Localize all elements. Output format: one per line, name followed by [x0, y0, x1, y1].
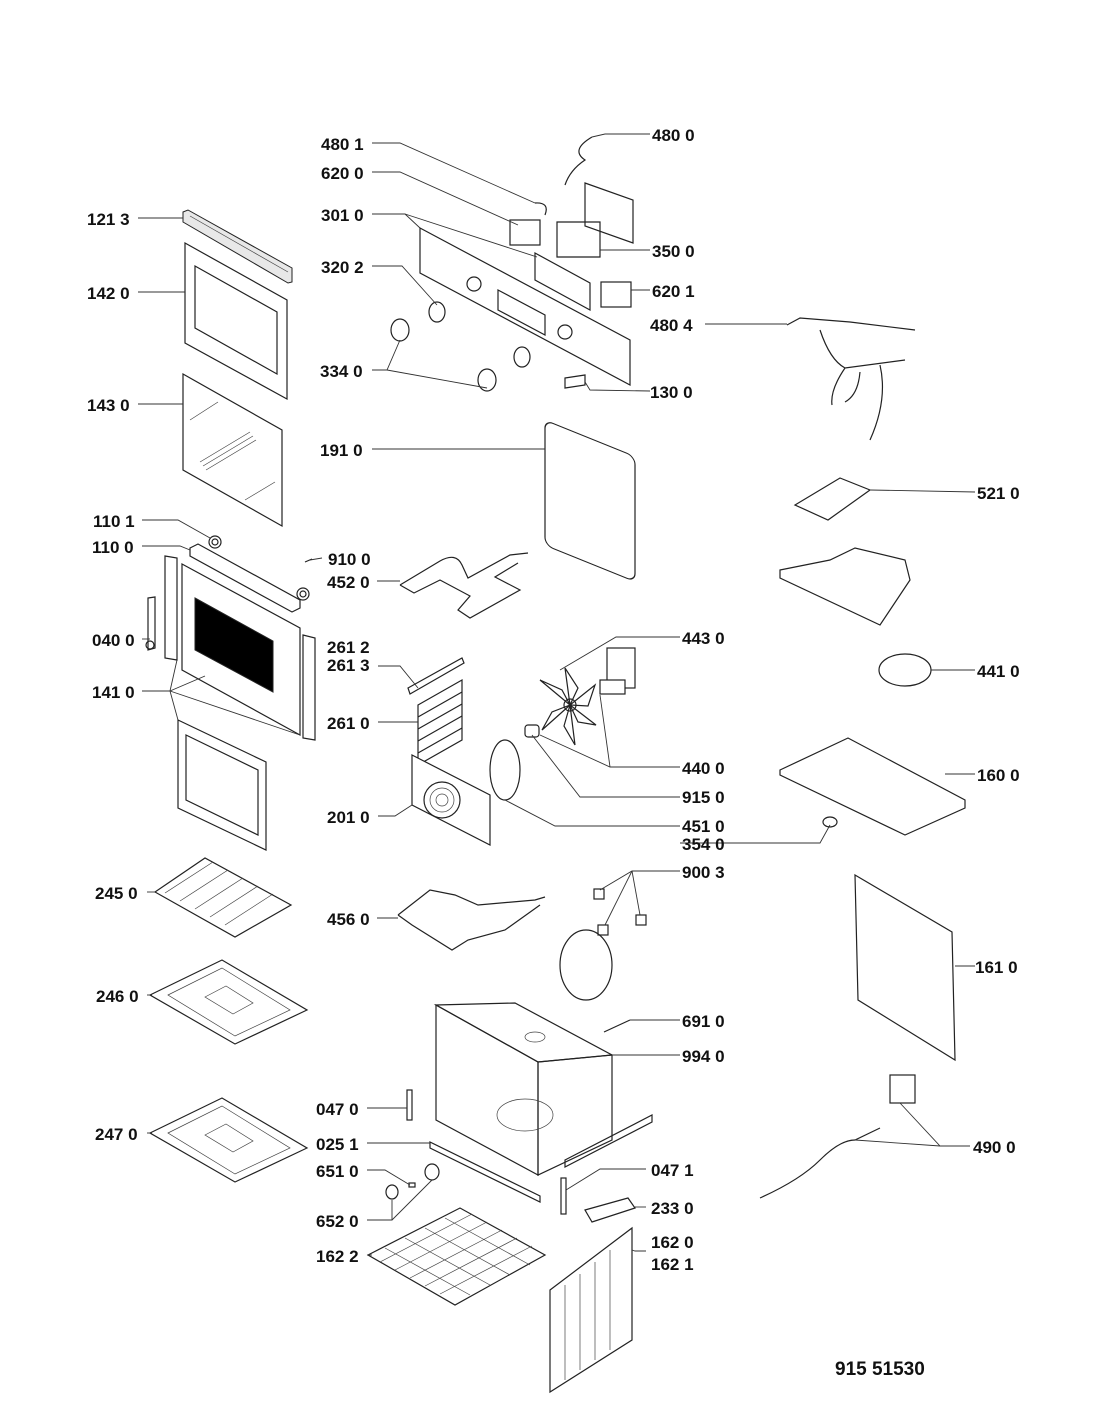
- part-oven-cavity: [433, 1002, 653, 1177]
- part-fan-motor: [599, 647, 636, 695]
- part-door-top-profile: [182, 209, 293, 284]
- callout-1600: 160 0: [977, 766, 1020, 785]
- callout-0400: 040 0: [92, 631, 135, 650]
- part-hinge-receiver: [406, 1089, 413, 1121]
- part-door-hinge: [145, 596, 156, 651]
- part-baking-tray: [148, 959, 309, 1045]
- part-top-cover: [779, 737, 966, 836]
- callout-5210: 521 0: [977, 484, 1020, 503]
- callout-4801: 480 1: [321, 135, 364, 154]
- part-timer-frame: [584, 182, 634, 244]
- callout-1100: 110 0: [92, 538, 134, 557]
- part-wire-jumper: [564, 136, 593, 186]
- callout-6201: 620 1: [652, 282, 695, 301]
- reference-number: 915 51530: [835, 1359, 925, 1380]
- callout-9100: 910 0: [328, 550, 371, 569]
- callout-1620: 162 0: [651, 1233, 694, 1252]
- part-control-panel: [419, 227, 631, 386]
- part-power-board: [793, 477, 872, 521]
- part-wire-shelf: [153, 857, 293, 938]
- part-power-cable-terminal: [759, 1074, 916, 1199]
- callout-4430: 443 0: [682, 629, 725, 648]
- part-front-trim: [429, 1141, 541, 1203]
- part-control-knob: [390, 301, 531, 392]
- callout-4900: 490 0: [973, 1138, 1016, 1157]
- callout-9003: 900 3: [682, 863, 725, 882]
- callout-4520: 452 0: [327, 573, 370, 592]
- callout-2610: 261 0: [327, 714, 370, 733]
- part-timer-module: [556, 221, 601, 258]
- callout-3540: 354 0: [682, 835, 725, 854]
- part-side-rack: [407, 657, 465, 767]
- callout-3500: 350 0: [652, 242, 695, 261]
- part-grill-element: [399, 552, 529, 619]
- part-fan-back-plate: [559, 929, 613, 1001]
- callout-3340: 334 0: [320, 362, 363, 381]
- part-hinge-receiver: [560, 1177, 567, 1215]
- part-side-panel: [549, 1226, 633, 1394]
- callout-2613: 261 3: [327, 656, 370, 675]
- callout-1300: 130 0: [650, 383, 693, 402]
- callout-9940: 994 0: [682, 1047, 725, 1066]
- callout-4560: 456 0: [327, 910, 370, 929]
- callout-3010: 301 0: [321, 206, 364, 225]
- callout-4804: 480 4: [650, 316, 693, 335]
- part-fan-nut: [524, 724, 540, 738]
- callout-4410: 441 0: [977, 662, 1020, 681]
- callout-1430: 143 0: [87, 396, 130, 415]
- part-fan-housing: [779, 547, 911, 626]
- callout-4800: 480 0: [652, 126, 695, 145]
- part-cooling-fan: [878, 653, 932, 687]
- part-middle-glass: [182, 372, 283, 528]
- callout-1621: 162 1: [651, 1255, 694, 1274]
- part-circular-element: [489, 739, 521, 801]
- part-grommet: [822, 816, 838, 828]
- callout-0471: 047 1: [651, 1161, 694, 1180]
- part-handle-spacer: [208, 535, 310, 601]
- callout-9150: 915 0: [682, 788, 725, 807]
- part-bottom-panel: [366, 1207, 547, 1306]
- callout-0251: 025 1: [316, 1135, 359, 1154]
- callout-2010: 201 0: [327, 808, 370, 827]
- part-selector-switch: [600, 281, 632, 308]
- part-back-panel: [854, 873, 956, 1062]
- part-door-handle: [189, 543, 301, 613]
- part-selector-switch: [509, 219, 541, 246]
- part-inner-door-glass-frame: [184, 241, 288, 401]
- part-clip: [593, 888, 647, 936]
- callout-1910: 191 0: [320, 441, 363, 460]
- part-shaft: [603, 1019, 631, 1033]
- callout-6510: 651 0: [316, 1162, 359, 1181]
- callout-labels: 480 1 480 0 620 0 121 3 301 0 350 0 320 …: [87, 126, 1020, 1274]
- part-wiring-harness: [786, 317, 916, 441]
- part-door-switch: [564, 374, 586, 389]
- part-drip-tray: [148, 1097, 309, 1183]
- callout-1213: 121 3: [87, 210, 130, 229]
- callout-4400: 440 0: [682, 759, 725, 778]
- callout-2450: 245 0: [95, 884, 138, 903]
- part-bottom-element: [397, 889, 546, 951]
- callout-6520: 652 0: [316, 1212, 359, 1231]
- callout-6200: 620 0: [321, 164, 364, 183]
- part-wire-jumper: [534, 202, 547, 216]
- callout-6910: 691 0: [682, 1012, 725, 1031]
- callout-2612: 261 2: [327, 638, 370, 657]
- callout-4510: 451 0: [682, 817, 725, 836]
- callout-2460: 246 0: [96, 987, 139, 1006]
- callout-1610: 161 0: [975, 958, 1018, 977]
- part-fan-cover: [411, 754, 491, 846]
- part-door-seal: [544, 422, 636, 580]
- leader-lines: [138, 133, 976, 1256]
- part-bracket: [584, 1197, 636, 1223]
- callout-2330: 233 0: [651, 1199, 694, 1218]
- callout-2470: 247 0: [95, 1125, 138, 1144]
- part-fan-blade: [539, 667, 597, 746]
- callout-3202: 320 2: [321, 258, 364, 277]
- callout-1622: 162 2: [316, 1247, 359, 1266]
- callout-1410: 141 0: [92, 683, 135, 702]
- callout-0470: 047 0: [316, 1100, 359, 1119]
- callout-1420: 142 0: [87, 284, 130, 303]
- callout-1101: 110 1: [93, 512, 135, 531]
